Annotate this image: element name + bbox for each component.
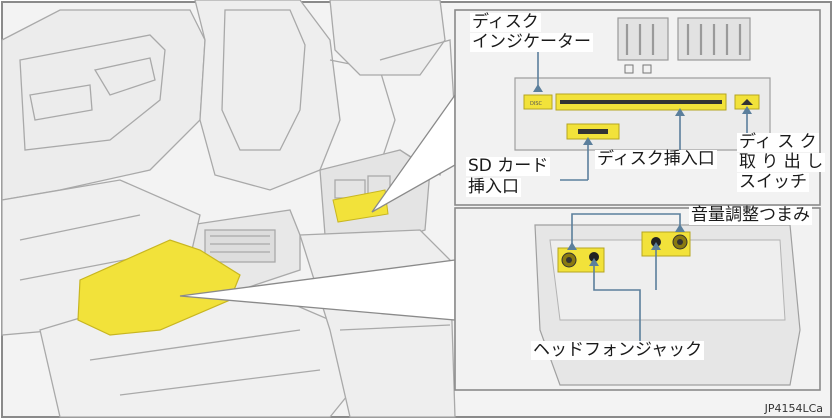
disc-indicator-text: DISC [530, 101, 542, 107]
label-disc-indicator-line1: ディスク [470, 12, 541, 32]
front-seat-back [194, 0, 341, 191]
callout-arrows [533, 84, 752, 266]
left-vent [617, 17, 669, 61]
left-headphone-jack [589, 252, 599, 262]
label-sd-line2: 挿入口 [466, 177, 521, 197]
label-eject-line1: ディ ス ク [737, 132, 819, 152]
disc-indicator [523, 94, 553, 110]
label-disc-slot: ディスク挿入口 [595, 149, 717, 169]
figure-code: JP4154LCa [764, 402, 823, 415]
label-eject-line2: 取 り 出 し [737, 152, 826, 172]
label-volume-knobs: 音量調整つまみ [689, 205, 812, 225]
headrest [329, 0, 446, 76]
rear-seat-interior [1, 0, 456, 418]
label-sd-line1: SD カード [466, 156, 551, 176]
label-eject-line3: スイッチ [737, 172, 809, 192]
label-disc-indicator-line2: インジケーター [470, 32, 593, 52]
jack-panel-inset [454, 207, 821, 391]
door-handle [93, 57, 156, 96]
av-unit-highlight [332, 189, 389, 223]
label-headphone-jacks: ヘッドフォンジャック [531, 340, 705, 360]
